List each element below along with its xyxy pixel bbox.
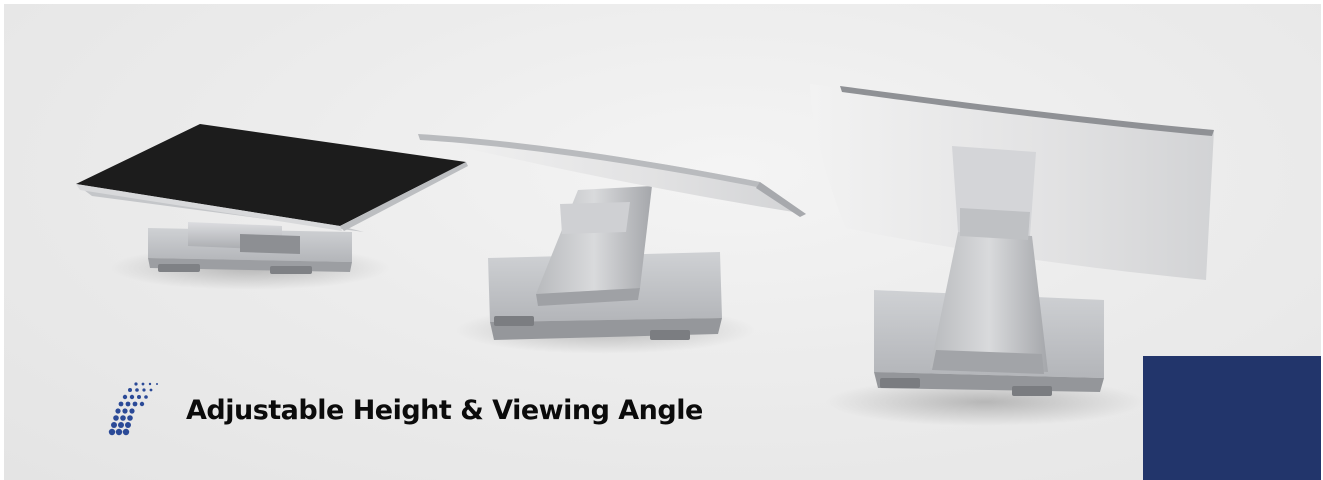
monitor-mid-position xyxy=(418,134,806,354)
monitor-flat-position xyxy=(76,124,468,290)
caption-title: Adjustable Height & Viewing Angle xyxy=(186,394,703,426)
dotted-arrow-logo-icon xyxy=(108,382,158,436)
monitor-upright-position xyxy=(810,84,1214,426)
brand-accent-block xyxy=(1143,356,1321,480)
feature-caption: Adjustable Height & Viewing Angle xyxy=(104,380,703,440)
